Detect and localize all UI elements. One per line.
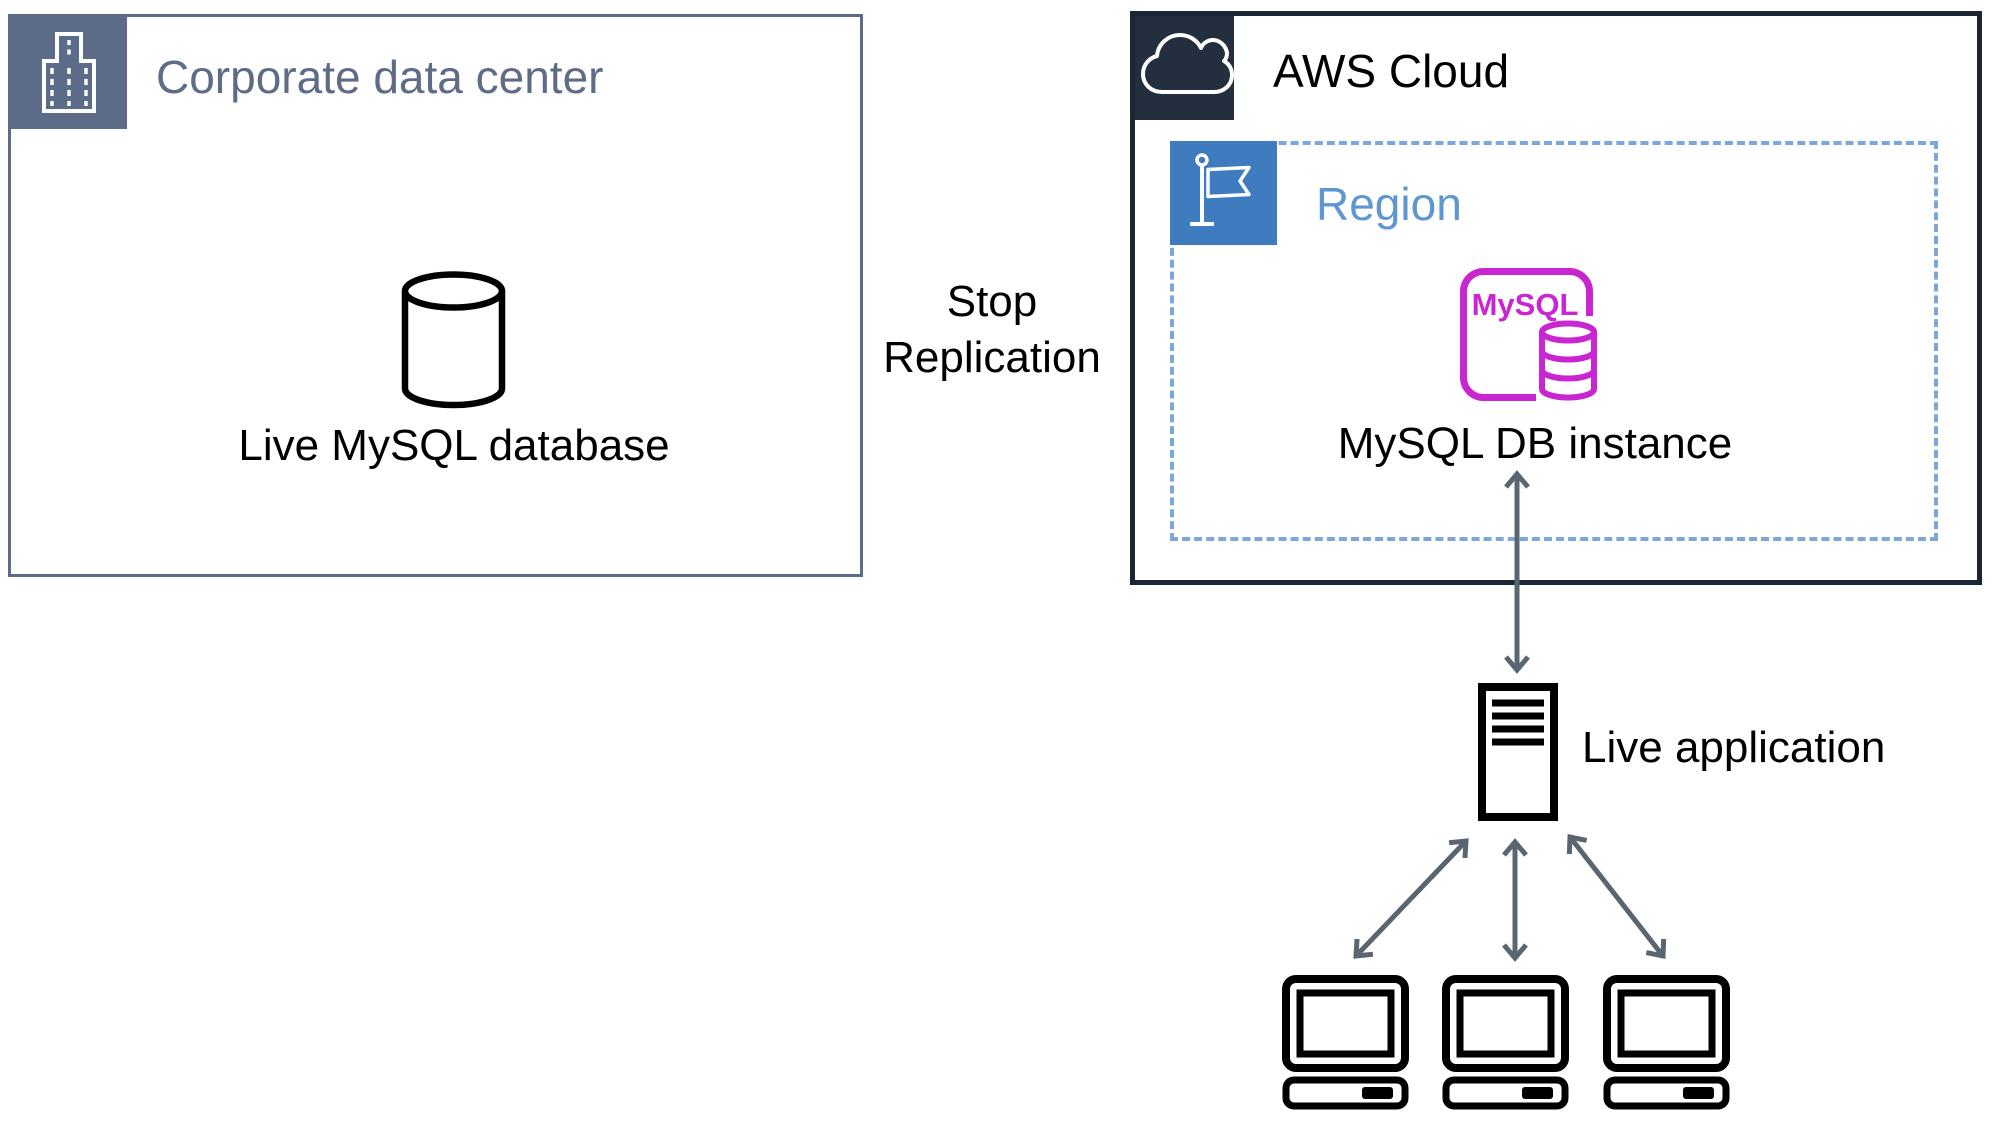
corporate-data-center-title: Corporate data center [156, 51, 604, 103]
stop-replication-label: Stop Replication [883, 277, 1101, 382]
aws-cloud-title: AWS Cloud [1273, 45, 1510, 97]
mysql-db-instance-icon: MySQL [1458, 266, 1603, 406]
building-icon [11, 17, 127, 129]
cloud-icon [1135, 16, 1234, 120]
mysql-logo-text: MySQL [1472, 287, 1579, 322]
aws-cloud-group: AWS Cloud Region [1130, 11, 1982, 585]
live-application-label: Live application [1582, 723, 1886, 772]
corporate-data-center-group: Corporate data center Live MySQL databas… [8, 14, 863, 577]
client-computer-2 computer-icon [1442, 975, 1569, 1110]
region-title: Region [1316, 178, 1462, 230]
arrow-application-to-client-3 [1566, 833, 1667, 960]
client-computer-1 computer-icon [1282, 975, 1409, 1110]
client-computer-3 computer-icon [1603, 975, 1730, 1110]
live-mysql-database-label: Live MySQL database [238, 421, 670, 470]
database-cylinder-icon [401, 270, 506, 409]
corporate-data-center-header [11, 17, 127, 129]
aws-cloud-header [1135, 16, 1234, 120]
mysql-db-instance-label: MySQL DB instance [1337, 419, 1733, 468]
region-header [1170, 141, 1277, 245]
flag-icon [1170, 141, 1277, 245]
region-group: Region [1170, 141, 1938, 541]
server-icon [1478, 683, 1558, 821]
arrow-application-to-client-1 [1353, 838, 1469, 959]
